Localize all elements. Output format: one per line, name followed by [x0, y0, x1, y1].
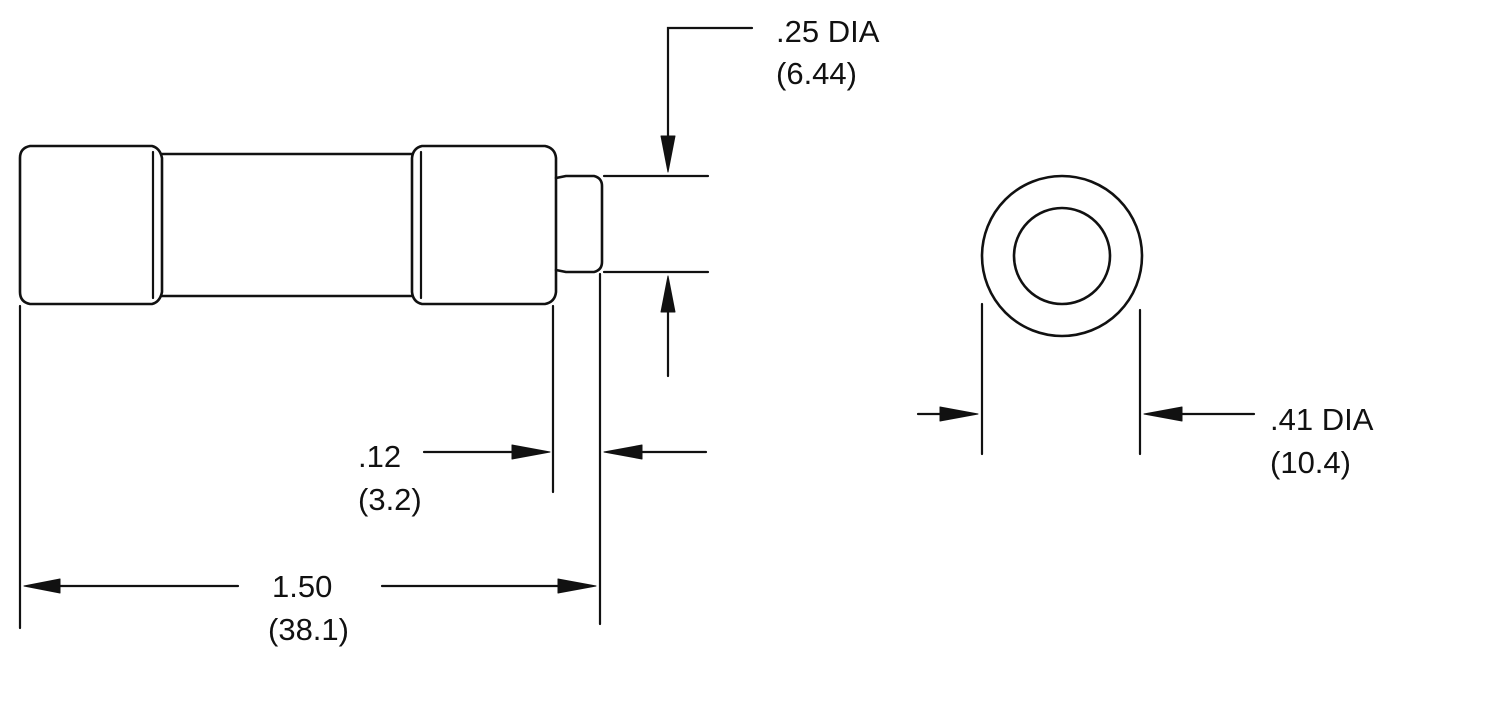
fuse-terminal-stub [554, 174, 604, 274]
end-offset-dimension: .12 (3.2) [358, 272, 708, 626]
end-offset-right-arrow [603, 444, 643, 460]
body-right-arrow [1143, 406, 1183, 422]
lead-diameter-inch-label: .25 DIA [776, 14, 880, 49]
fuse-left-end-cap [18, 144, 164, 306]
end-offset-left-arrow [511, 444, 551, 460]
lead-bottom-arrow [660, 275, 676, 313]
end-offset-inch-label: .12 [358, 439, 401, 474]
end-view-inner-circle [1012, 206, 1112, 306]
body-left-arrow [939, 406, 979, 422]
overall-length-inch-label: 1.50 [272, 569, 332, 604]
fuse-end-view [980, 174, 1144, 338]
lead-diameter-leader [666, 26, 754, 140]
fuse-barrel [160, 152, 414, 298]
overall-length-left-arrow [23, 578, 61, 594]
body-diameter-inch-label: .41 DIA [1270, 402, 1374, 437]
end-offset-mm-label: (3.2) [358, 482, 422, 517]
overall-length-dimension: 1.50 (38.1) [18, 304, 597, 647]
overall-length-right-arrow [557, 578, 597, 594]
end-view-outer-circle [980, 174, 1144, 338]
body-diameter-mm-label: (10.4) [1270, 445, 1351, 480]
fuse-side-view [18, 144, 604, 306]
lead-diameter-dimension: .25 DIA (6.44) [602, 14, 880, 378]
fuse-right-end-cap [410, 144, 558, 306]
overall-length-mm-label: (38.1) [268, 612, 349, 647]
lead-diameter-mm-label: (6.44) [776, 56, 857, 91]
lead-top-arrow [660, 135, 676, 173]
body-diameter-dimension: .41 DIA (10.4) [916, 302, 1374, 480]
